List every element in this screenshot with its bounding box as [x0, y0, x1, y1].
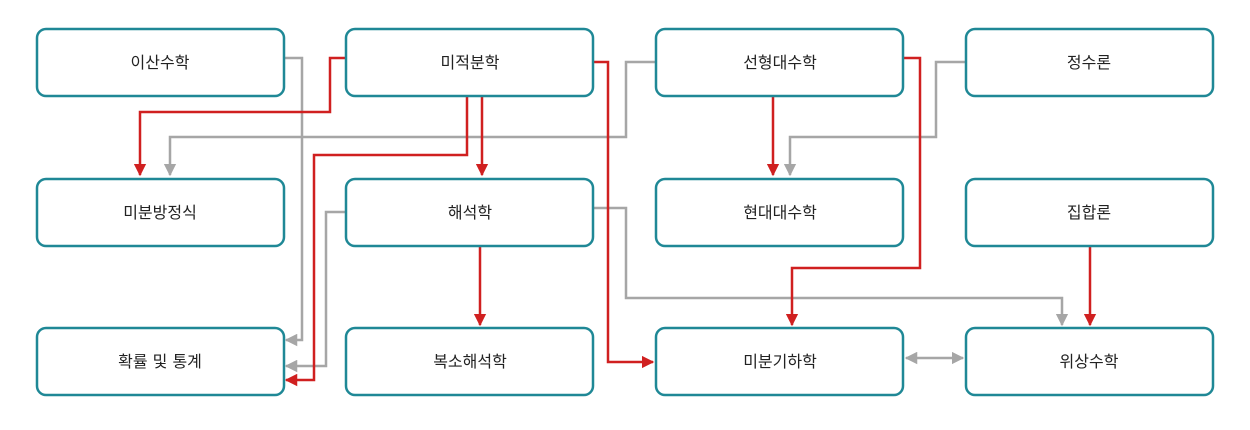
- node-ode-label: 미분방정식: [123, 203, 197, 222]
- node-modern-label: 현대대수학: [743, 203, 817, 222]
- node-analysis-label: 해석학: [448, 203, 492, 222]
- node-complex[interactable]: 복소해석학: [344, 326, 595, 397]
- edge-linear-to-diffgeo: [785, 56, 922, 327]
- node-set[interactable]: 집합론: [964, 177, 1215, 248]
- edge-analysis-to-topology: [593, 206, 1069, 327]
- node-complex-label: 복소해석학: [433, 352, 507, 371]
- edge-calculus-to-prob: [284, 96, 469, 387]
- edge-number-to-modern: [783, 60, 966, 177]
- node-discrete[interactable]: 이산수학: [35, 27, 286, 98]
- edge-linear-to-ode: [163, 60, 656, 177]
- node-prob[interactable]: 확률 및 통계: [35, 326, 286, 397]
- node-number[interactable]: 정수론: [964, 27, 1215, 98]
- node-ode[interactable]: 미분방정식: [35, 177, 286, 248]
- edges-layer: [133, 56, 1097, 387]
- node-linear[interactable]: 선형대수학: [654, 27, 905, 98]
- node-topology[interactable]: 위상수학: [964, 326, 1215, 397]
- node-prob-label: 확률 및 통계: [118, 352, 202, 371]
- node-analysis[interactable]: 해석학: [344, 177, 595, 248]
- node-discrete-label: 이산수학: [131, 53, 190, 72]
- nodes-layer: 이산수학 미적분학 선형대수학 정수론 미분방정식 해석학 현대대수학 집합: [35, 27, 1215, 397]
- node-diffgeo-label: 미분기하학: [743, 352, 817, 371]
- node-calculus[interactable]: 미적분학: [344, 27, 595, 98]
- node-set-label: 집합론: [1067, 203, 1111, 222]
- node-number-label: 정수론: [1067, 53, 1111, 72]
- edge-discrete-to-prob: [284, 56, 304, 347]
- node-modern[interactable]: 현대대수학: [654, 177, 905, 248]
- edge-analysis-to-prob: [284, 210, 346, 373]
- node-topology-label: 위상수학: [1060, 352, 1119, 371]
- edge-calculus-to-diffgeo: [593, 60, 655, 369]
- node-calculus-label: 미적분학: [441, 53, 500, 72]
- node-linear-label: 선형대수학: [743, 53, 817, 72]
- edge-calculus-to-ode: [133, 56, 346, 177]
- node-diffgeo[interactable]: 미분기하학: [654, 326, 905, 397]
